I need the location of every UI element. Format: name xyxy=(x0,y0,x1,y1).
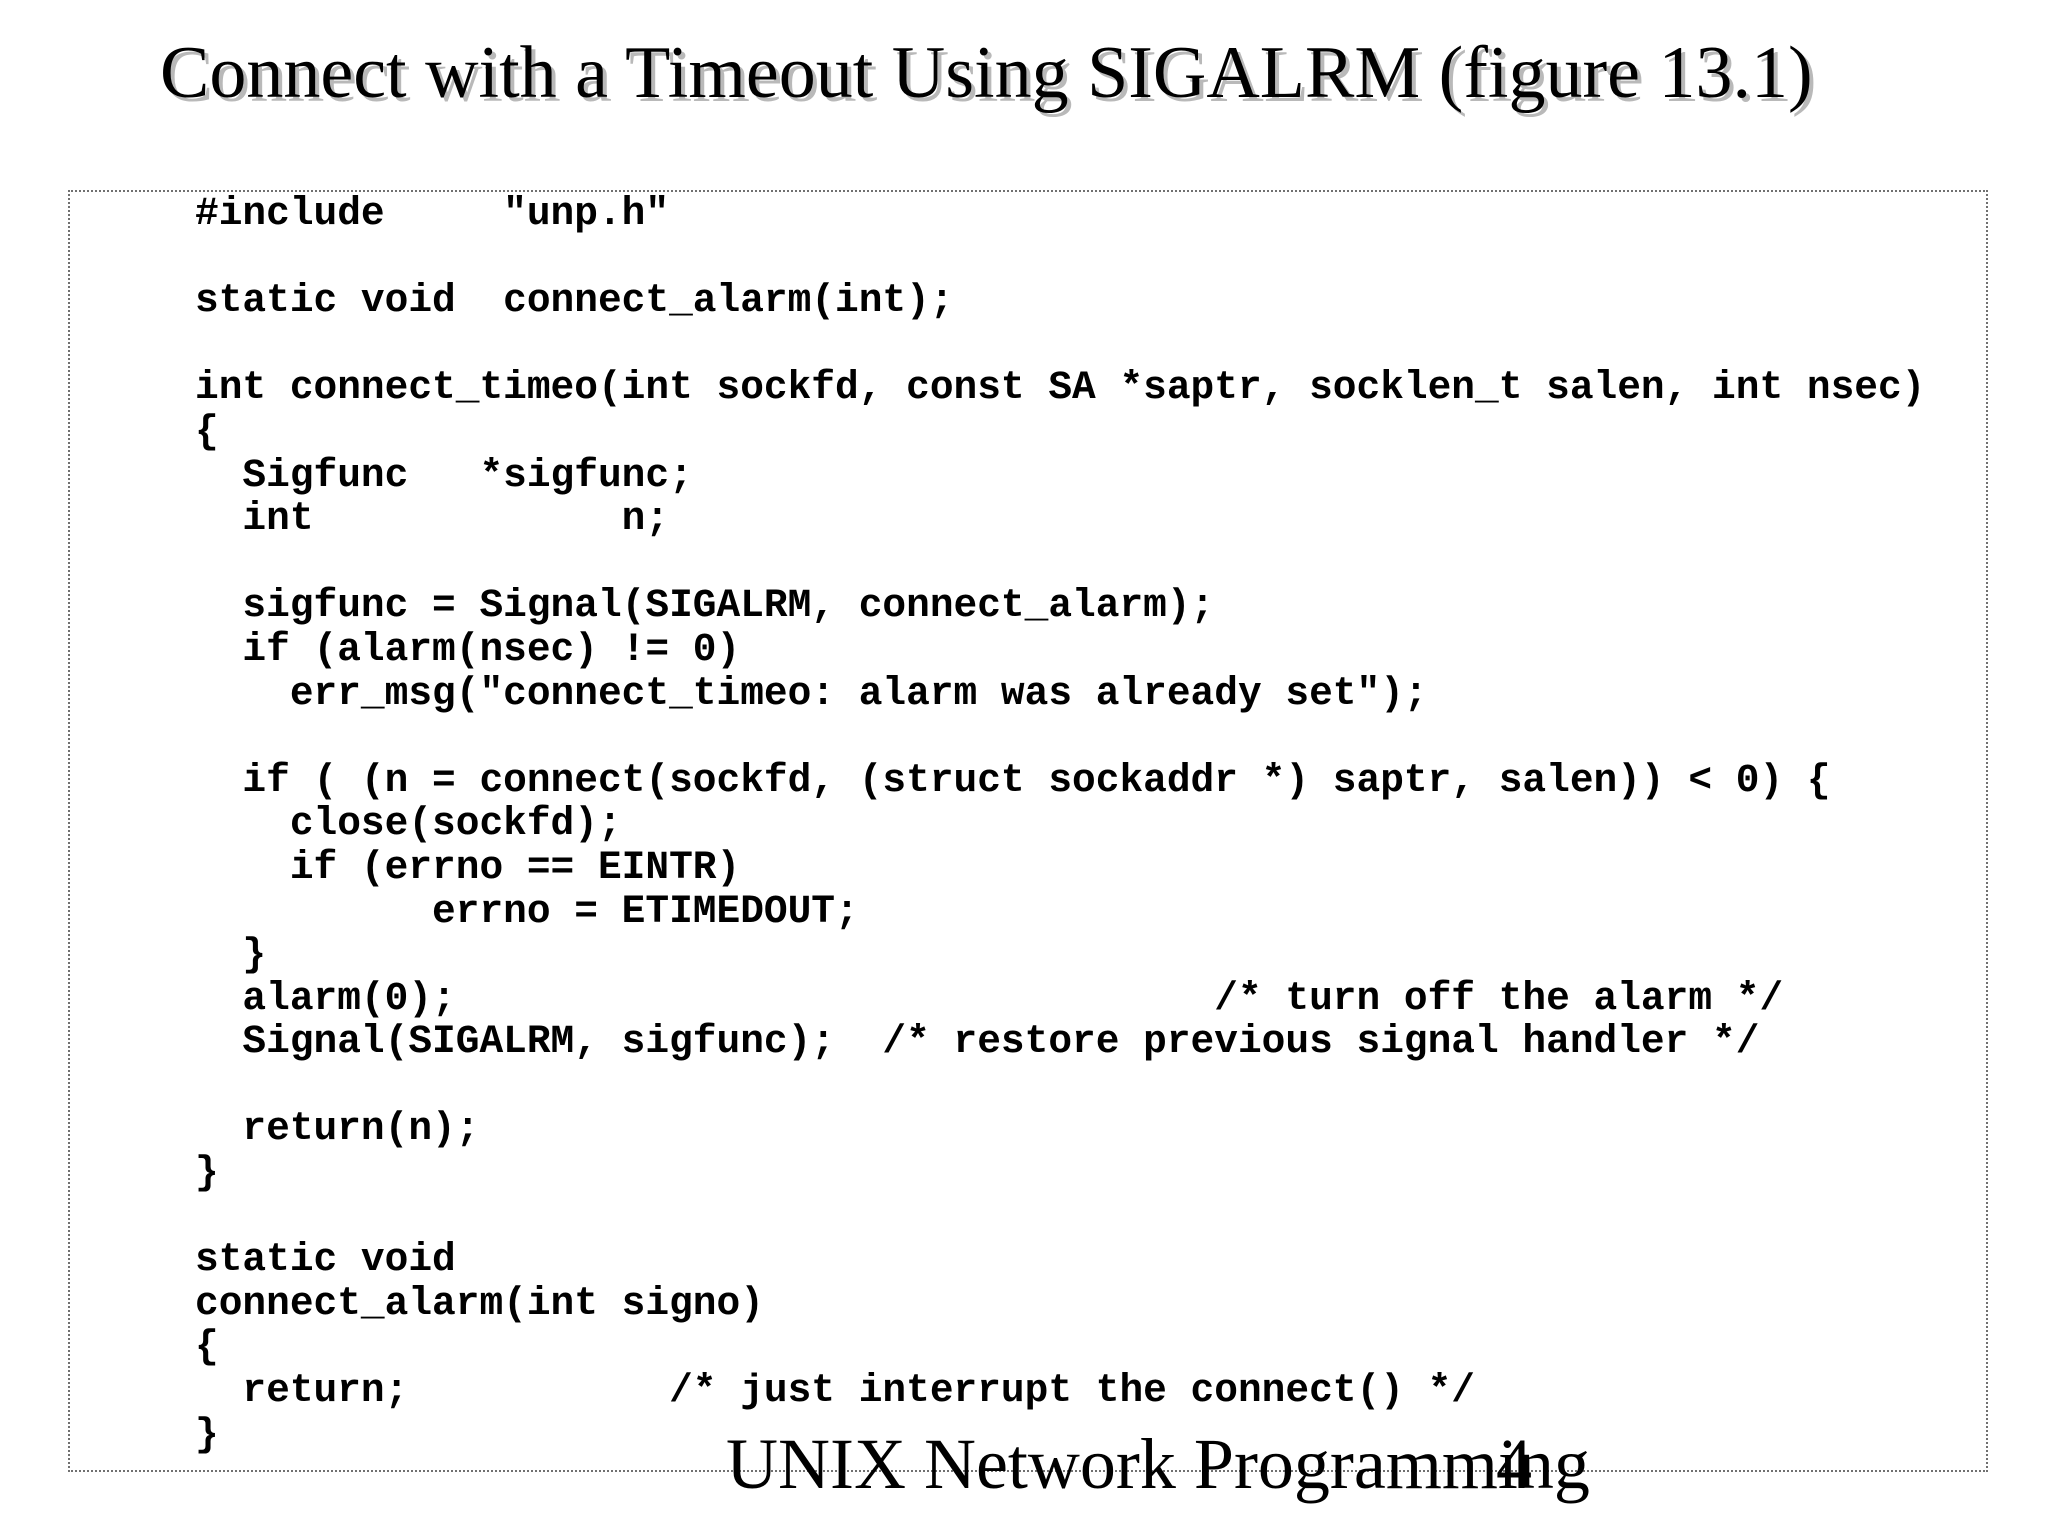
code-line: if (alarm(nsec) != 0) xyxy=(195,626,741,672)
slide-footer: UNIX Network Programming xyxy=(726,1424,1590,1504)
code-line: if ( (n = connect(sockfd, (struct sockad… xyxy=(195,757,1831,803)
code-line: #include "unp.h" xyxy=(195,191,670,236)
code-listing-box: #include "unp.h" static void connect_alar… xyxy=(68,190,1988,1472)
code-line xyxy=(195,541,1925,585)
code-line: connect_alarm(int signo) xyxy=(195,1280,764,1326)
page-number: 4 xyxy=(1496,1424,1532,1504)
code-line: Sigfunc *sigfunc; xyxy=(195,452,693,498)
code-line xyxy=(195,1064,1925,1108)
code-line: } xyxy=(195,1411,219,1457)
code-line: static void connect_alarm(int); xyxy=(195,278,954,324)
code-line: Signal(SIGALRM, sigfunc); /* restore pre… xyxy=(195,1019,1760,1065)
code-line: } xyxy=(195,1150,219,1196)
code-line: static void xyxy=(195,1237,456,1283)
code-line: alarm(0); /* turn off the alarm */ xyxy=(195,975,1784,1021)
code-line xyxy=(195,323,1925,367)
code-line: err_msg("connect_timeo: alarm was alread… xyxy=(195,670,1428,716)
code-line: errno = ETIMEDOUT; xyxy=(195,888,859,934)
code-line: close(sockfd); xyxy=(195,801,622,847)
code-line xyxy=(195,1195,1925,1239)
code-line: int n; xyxy=(195,496,670,542)
code-line: { xyxy=(195,408,219,454)
code-line: { xyxy=(195,1324,219,1370)
code-line: return; /* just interrupt the connect() … xyxy=(195,1368,1476,1414)
code-line xyxy=(195,236,1925,280)
code-line: } xyxy=(195,932,267,978)
code-line: if (errno == EINTR) xyxy=(195,844,741,890)
code-line xyxy=(195,715,1925,759)
code-listing: #include "unp.h" static void connect_alar… xyxy=(195,192,1925,1456)
code-line: int connect_timeo(int sockfd, const SA *… xyxy=(195,365,1926,411)
code-line: sigfunc = Signal(SIGALRM, connect_alarm)… xyxy=(195,583,1215,629)
slide-title: Connect with a Timeout Using SIGALRM (fi… xyxy=(160,32,1813,114)
code-line: return(n); xyxy=(195,1106,480,1152)
